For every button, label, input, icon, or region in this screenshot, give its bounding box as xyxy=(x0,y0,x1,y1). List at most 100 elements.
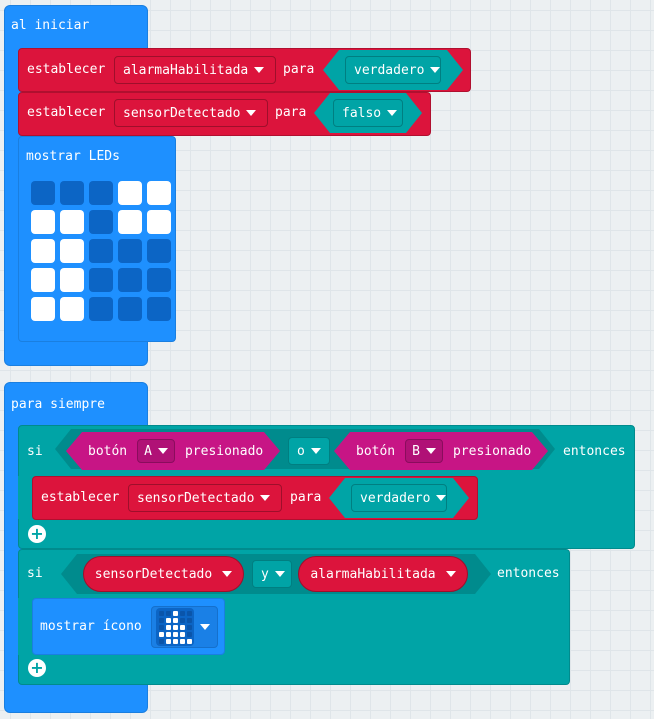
led-cell[interactable] xyxy=(89,181,113,205)
chevron-down-icon xyxy=(200,624,210,630)
icon-pixel xyxy=(172,610,178,616)
led-cell[interactable] xyxy=(118,210,142,234)
if-keyword: si xyxy=(27,444,43,459)
led-cell[interactable] xyxy=(31,297,55,321)
button-a-dropdown[interactable]: A xyxy=(137,439,175,463)
set-keyword: establecer xyxy=(27,105,106,120)
or-operator-dropdown[interactable]: o xyxy=(288,437,330,465)
boolean-true-value[interactable]: verdadero xyxy=(329,478,469,518)
led-cell[interactable] xyxy=(118,297,142,321)
chevron-down-icon xyxy=(222,571,233,577)
operator-label: o xyxy=(297,443,305,459)
led-cell[interactable] xyxy=(89,297,113,321)
chevron-down-icon xyxy=(445,571,456,577)
led-cell[interactable] xyxy=(118,239,142,263)
icon-pixel xyxy=(186,638,192,644)
variable-dropdown-sensor[interactable]: sensorDetectado xyxy=(114,99,268,127)
led-cell[interactable] xyxy=(89,268,113,292)
boolean-value: verdadero xyxy=(360,490,431,506)
boolean-dropdown[interactable]: falso xyxy=(333,99,403,127)
chevron-down-icon xyxy=(260,495,271,501)
variable-name: alarmaHabilitada xyxy=(310,566,436,582)
chevron-down-icon xyxy=(430,67,440,73)
icon-pixel xyxy=(186,617,192,623)
led-cell[interactable] xyxy=(147,268,171,292)
boolean-value: verdadero xyxy=(354,62,425,78)
led-cell[interactable] xyxy=(118,268,142,292)
variable-name: alarmaHabilitada xyxy=(123,62,249,78)
variable-dropdown-alarm[interactable]: alarmaHabilitada xyxy=(114,56,276,84)
icon-pixel xyxy=(165,631,171,637)
led-cell[interactable] xyxy=(147,210,171,234)
show-icon-label: mostrar ícono xyxy=(40,619,142,634)
led-cell[interactable] xyxy=(147,239,171,263)
then-keyword: entonces xyxy=(497,566,560,581)
variable-name: sensorDetectado xyxy=(123,105,241,121)
icon-dropdown[interactable] xyxy=(151,606,218,648)
led-cell[interactable] xyxy=(60,181,84,205)
forever-label: para siempre xyxy=(11,397,105,412)
led-cell[interactable] xyxy=(31,181,55,205)
boolean-dropdown[interactable]: verdadero xyxy=(345,56,441,84)
led-cell[interactable] xyxy=(89,210,113,234)
button-b-dropdown[interactable]: B xyxy=(405,439,443,463)
boolean-true-value[interactable]: verdadero xyxy=(323,50,463,90)
show-leds-label: mostrar LEDs xyxy=(26,149,120,164)
plus-icon[interactable]: + xyxy=(28,525,46,543)
icon-pixel xyxy=(158,610,164,616)
plus-icon[interactable]: + xyxy=(28,659,46,677)
boolean-dropdown[interactable]: verdadero xyxy=(351,484,447,512)
alarm-enabled-variable[interactable]: alarmaHabilitada xyxy=(298,556,468,592)
button-label: botón xyxy=(356,443,396,459)
chevron-down-icon xyxy=(158,448,168,454)
icon-pixel xyxy=(186,610,192,616)
chevron-down-icon xyxy=(246,110,257,116)
then-keyword: entonces xyxy=(563,444,626,459)
led-cell[interactable] xyxy=(31,210,55,234)
button-b-pressed[interactable]: botón B presionado xyxy=(334,432,548,470)
icon-pixel xyxy=(165,610,171,616)
sensor-detected-variable[interactable]: sensorDetectado xyxy=(83,556,244,592)
to-keyword: para xyxy=(275,105,307,120)
on-start-label: al iniciar xyxy=(11,18,90,33)
boolean-value: falso xyxy=(342,105,382,121)
led-cell[interactable] xyxy=(60,268,84,292)
icon-pixel xyxy=(172,631,178,637)
led-cell[interactable] xyxy=(147,297,171,321)
boolean-false-value[interactable]: falso xyxy=(314,93,422,133)
icon-pixel xyxy=(186,624,192,630)
event-label: presionado xyxy=(184,443,264,459)
button-label: botón xyxy=(88,443,128,459)
led-cell[interactable] xyxy=(60,297,84,321)
icon-pixel xyxy=(179,631,185,637)
and-operator-dropdown[interactable]: y xyxy=(252,560,292,588)
chevron-down-icon xyxy=(310,448,321,454)
chevron-down-icon xyxy=(254,67,265,73)
led-cell[interactable] xyxy=(118,181,142,205)
icon-pixel xyxy=(172,617,178,623)
operator-label: y xyxy=(261,566,269,582)
led-cell[interactable] xyxy=(89,239,113,263)
variable-name: sensorDetectado xyxy=(94,566,213,582)
chevron-down-icon xyxy=(426,448,436,454)
led-cell[interactable] xyxy=(31,268,55,292)
icon-pixel xyxy=(165,624,171,630)
icon-pixel xyxy=(158,617,164,623)
led-cell[interactable] xyxy=(31,239,55,263)
event-label: presionado xyxy=(452,443,532,459)
variable-dropdown-sensor[interactable]: sensorDetectado xyxy=(128,484,282,512)
button-a-pressed[interactable]: botón A presionado xyxy=(66,432,280,470)
icon-pixel xyxy=(179,610,185,616)
icon-pixel xyxy=(179,638,185,644)
led-cell[interactable] xyxy=(60,239,84,263)
icon-pixel xyxy=(172,624,178,630)
led-cell[interactable] xyxy=(147,181,171,205)
icon-pixel xyxy=(165,638,171,644)
icon-pixel xyxy=(179,624,185,630)
led-grid[interactable] xyxy=(31,181,171,321)
icon-pixel xyxy=(165,617,171,623)
led-cell[interactable] xyxy=(60,210,84,234)
icon-pixel xyxy=(158,624,164,630)
to-keyword: para xyxy=(283,62,315,77)
icon-pixel xyxy=(186,631,192,637)
